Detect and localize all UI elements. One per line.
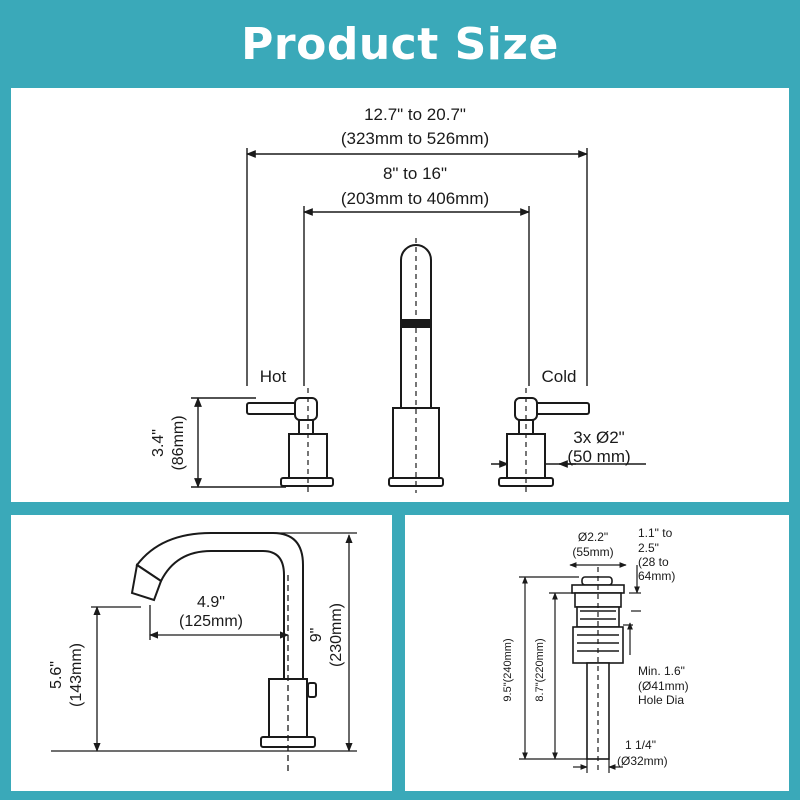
thickness-line3: (28 to [638,555,669,569]
hot-label: Hot [260,367,287,386]
hole-in: 3x Ø2" [573,428,624,447]
cold-label: Cold [542,367,577,386]
pipe-in: 1 1/4" [625,738,656,752]
cold-handle [498,388,590,493]
thickness-line4: 64mm) [638,569,675,583]
spout [388,238,444,493]
spout-height-mm: (143mm) [68,643,85,707]
front-view-panel: 12.7" to 20.7" (323mm to 526mm) 8" to 16… [11,88,789,502]
reach-in: 4.9" [197,594,225,611]
hole-line2: (Ø41mm) [638,679,689,693]
height-mm: (86mm) [170,415,187,470]
side-view-panel: 4.9" (125mm) 5.6" (143mm) 9" (230mm) [11,515,392,791]
pipe-mm: (Ø32mm) [617,754,668,768]
handle-spacing-dimension [303,206,530,386]
total-height-mm: (230mm) [328,603,345,667]
hot-handle [246,388,334,493]
height-in: 3.4" [150,429,167,457]
thickness-line1: 1.1" to [638,526,673,540]
spout-height-in: 5.6" [48,661,65,689]
hole-mm: (50 mm) [567,447,630,466]
overall-width-in: 12.7" to 20.7" [364,105,466,124]
height-dimension [191,397,286,488]
hole-line1: Min. 1.6" [638,664,685,678]
hole-line3: Hole Dia [638,693,684,707]
handle-spacing-in: 8" to 16" [383,164,447,183]
total-height-in: 9" [308,628,325,643]
overall-width-mm: (323mm to 526mm) [341,129,489,148]
cap-dia-in: Ø2.2" [578,530,608,544]
page-title: Product Size [241,18,559,70]
body-length: 8.7"(220mm) [534,638,546,701]
reach-mm: (125mm) [179,613,243,630]
handle-spacing-mm: (203mm to 406mm) [341,189,489,208]
total-length: 9.5"(240mm) [502,638,514,701]
cap-dia-mm: (55mm) [572,545,613,559]
drain-view-panel: Ø2.2" (55mm) 1.1" to 2.5" (28 to 64mm) 9… [405,515,789,791]
overall-width-dimension [246,148,588,386]
thickness-line2: 2.5" [638,541,659,555]
